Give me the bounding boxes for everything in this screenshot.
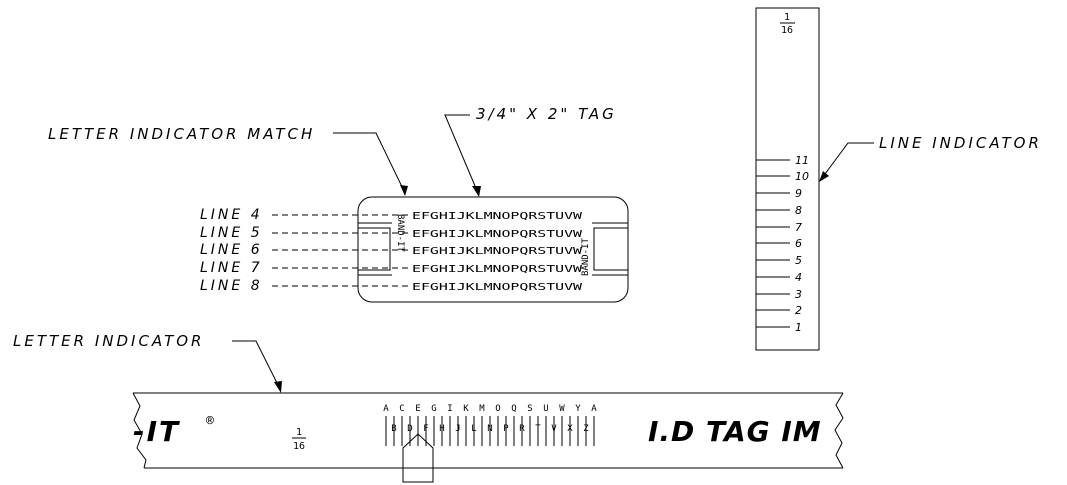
strip-top-letter: K xyxy=(463,404,469,414)
ruler-line-number: 8 xyxy=(795,204,802,217)
letter-indicator-match-leader xyxy=(333,132,406,194)
strip-left-torn-edge xyxy=(132,392,147,469)
ruler-line-number: 10 xyxy=(795,170,809,183)
tag-size-arrowhead xyxy=(472,186,481,197)
ruler-line-number: 7 xyxy=(795,221,802,234)
tag-right-slot xyxy=(593,227,629,271)
tag-line-text: EFGHIJKLMNOPQRSTUVW xyxy=(412,246,583,257)
strip-top-letter: Q xyxy=(511,404,516,414)
tag-line-label: LINE 7 xyxy=(200,260,263,276)
ruler-line-number: 2 xyxy=(795,304,802,317)
strip-bottom-letter: B xyxy=(391,424,396,434)
ruler-line-number: 9 xyxy=(795,187,802,200)
strip-top-letter: C xyxy=(399,404,404,414)
strip-top-letter: Y xyxy=(575,404,581,414)
line-indicator-ruler: 1 16 11 10 9 8 7 6 5 4 3 2 1 xyxy=(755,7,820,351)
letter-indicator-leader xyxy=(232,340,281,390)
ruler-line-number: 6 xyxy=(795,237,802,250)
strip-bottom-letter: Z xyxy=(583,424,589,434)
ruler-outline xyxy=(755,7,820,351)
tag-line-text: EFGHIJKLMNOPQRSTUVW xyxy=(412,211,583,222)
tag-left-slot xyxy=(357,227,391,271)
strip-bottom-letter: F xyxy=(423,424,428,434)
tag: BAND-IT BAND-IT LINE 4 EFGHIJKLMNOPQRSTU… xyxy=(200,196,629,303)
line-indicator-label: LINE INDICATOR xyxy=(879,134,1042,152)
tag-line-text: EFGHIJKLMNOPQRSTUVW xyxy=(412,282,583,293)
strip-bottom-letter: V xyxy=(551,424,557,434)
strip-top-letter: U xyxy=(543,404,548,414)
letter-indicator-strip: -IT ® 1 16 A C E G I K M O Q S U W Y A xyxy=(132,392,844,483)
tag-line-text: EFGHIJKLMNOPQRSTUVW xyxy=(412,264,583,275)
tag-line-text: EFGHIJKLMNOPQRSTUVW xyxy=(412,229,583,240)
strip-top-letter: A xyxy=(383,404,389,414)
strip-top-letter: S xyxy=(527,404,532,414)
strip-fraction-numerator: 1 xyxy=(296,427,302,438)
strip-top-letter: W xyxy=(559,404,565,414)
strip-bottom-letter: P xyxy=(503,424,509,434)
tag-size-leader xyxy=(444,114,479,194)
tag-left-slot-brand: BAND-IT xyxy=(395,214,405,253)
strip-bottom-letter: L xyxy=(471,424,476,434)
strip-brand-left: -IT xyxy=(133,415,180,448)
strip-bottom-letter: X xyxy=(567,424,573,434)
ruler-fraction-denominator: 16 xyxy=(781,25,793,36)
ruler-line-number: 5 xyxy=(795,254,802,267)
letter-indicator-label: LETTER INDICATOR xyxy=(13,332,204,350)
strip-top-letter: A xyxy=(591,404,597,414)
strip-bottom-letter: D xyxy=(407,424,412,434)
ruler-fraction-numerator: 1 xyxy=(784,12,790,23)
strip-top-letter: O xyxy=(495,404,500,414)
line-indicator-arrowhead xyxy=(819,171,829,182)
strip-bottom-letters: B D F H J L N P R T V X Z xyxy=(391,424,589,434)
tag-size-label: 3/4" X 2" TAG xyxy=(476,105,617,123)
letter-indicator-arrowhead xyxy=(274,381,282,393)
strip-right-torn-edge xyxy=(834,392,844,469)
strip-bottom-letter: J xyxy=(455,424,460,434)
tag-line-label: LINE 4 xyxy=(200,207,263,223)
letter-indicator-match-label: LETTER INDICATOR MATCH xyxy=(48,125,315,143)
tag-line-label: LINE 6 xyxy=(200,242,263,258)
strip-top-letters: A C E G I K M O Q S U W Y A xyxy=(383,404,597,414)
strip-top-letter: G xyxy=(431,404,436,414)
ruler-line-number: 1 xyxy=(795,321,802,334)
ruler-line-number: 3 xyxy=(795,288,802,301)
strip-top-letter: M xyxy=(479,404,485,414)
strip-top-letter: I xyxy=(447,404,452,414)
line-indicator-leader xyxy=(821,142,874,179)
ruler-line-number: 4 xyxy=(795,271,802,284)
strip-brand-right: I.D TAG IM xyxy=(648,415,822,448)
strip-top-letter: E xyxy=(415,404,420,414)
strip-bottom-letter: T xyxy=(535,424,541,434)
ruler-line-number: 11 xyxy=(795,154,809,167)
letter-pointer xyxy=(402,433,434,483)
tag-line-label: LINE 5 xyxy=(200,225,263,241)
strip-bottom-letter: R xyxy=(519,424,525,434)
strip-registered-mark: ® xyxy=(206,414,214,429)
tag-right-slot-brand: BAND-IT xyxy=(581,237,591,276)
strip-bottom-letter: N xyxy=(487,424,492,434)
letter-indicator-match-arrowhead xyxy=(400,185,408,196)
strip-bottom-letter: H xyxy=(439,424,444,434)
strip-fraction-denominator: 16 xyxy=(293,441,305,452)
tag-line-label: LINE 8 xyxy=(200,278,263,294)
